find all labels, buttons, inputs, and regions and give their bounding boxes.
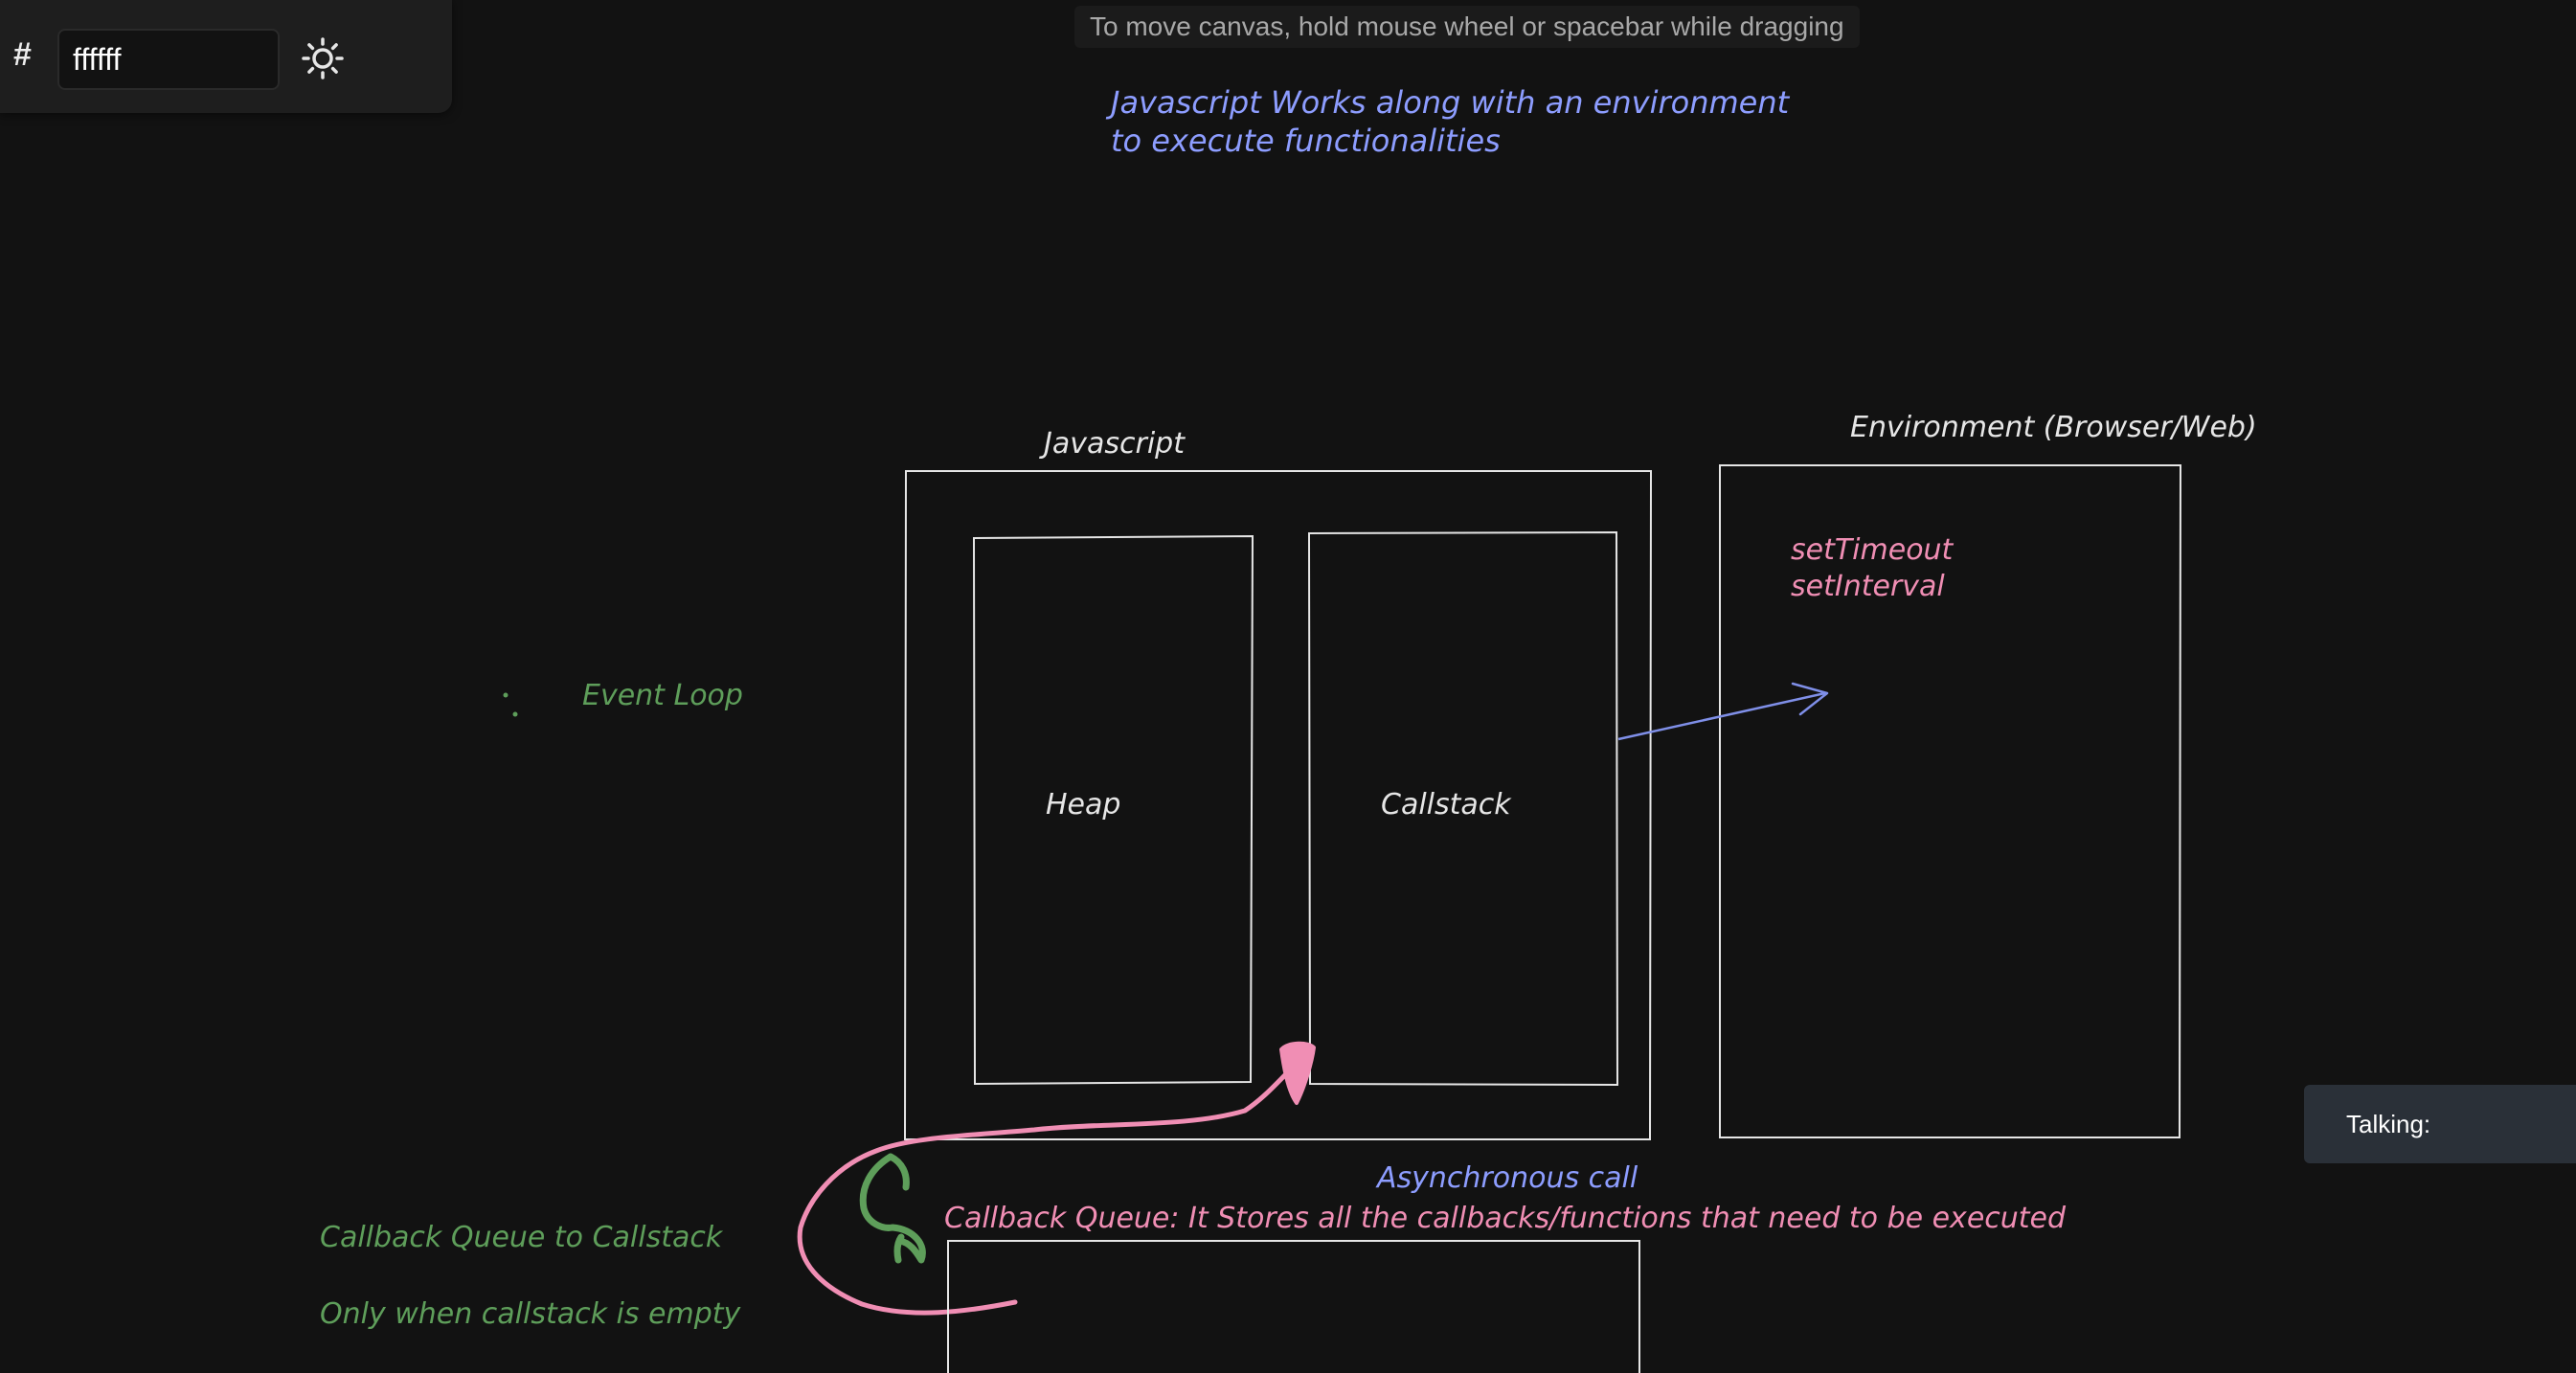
hash-prefix: #	[13, 36, 32, 73]
heading-line-2[interactable]: to execute functionalities	[1111, 123, 1501, 159]
pink-blob[interactable]	[1279, 1041, 1316, 1105]
event-loop-label[interactable]: Event Loop	[582, 679, 743, 712]
environment-box[interactable]	[1719, 464, 2182, 1138]
asynchronous-call-label[interactable]: Asynchronous call	[1375, 1161, 1638, 1195]
heap-box[interactable]	[972, 534, 1254, 1086]
canvas-hint: To move canvas, hold mouse wheel or spac…	[1074, 6, 1860, 48]
callback-queue-box[interactable]	[947, 1240, 1640, 1373]
javascript-container[interactable]	[903, 470, 1653, 1140]
api-line-2[interactable]: setInterval	[1791, 570, 1945, 603]
callstack-label[interactable]: Callstack	[1381, 788, 1512, 822]
callstack-to-environment-arrow[interactable]	[1617, 682, 1829, 741]
sun-icon	[302, 37, 344, 79]
callback-queue-label[interactable]: Callback Queue: It Stores all the callba…	[944, 1202, 2067, 1235]
theme-toggle-button[interactable]	[299, 34, 347, 82]
note-line-2[interactable]: Only when callstack is empty	[320, 1297, 742, 1331]
note-line-1[interactable]: Callback Queue to Callstack	[320, 1221, 724, 1254]
javascript-label[interactable]: Javascript	[1039, 427, 1186, 461]
environment-label[interactable]: Environment (Browser/Web)	[1850, 411, 2257, 444]
api-line-1[interactable]: setTimeout	[1791, 533, 1955, 567]
callstack-box[interactable]	[1307, 530, 1619, 1087]
green-curved-arrows[interactable]	[859, 1153, 926, 1264]
heap-label[interactable]: Heap	[1046, 788, 1120, 822]
talking-indicator: Talking:	[2304, 1085, 2576, 1163]
pink-loop-stroke[interactable]	[797, 1048, 1315, 1316]
color-panel: #	[0, 0, 452, 113]
heading-line-1[interactable]: Javascript Works along with an environme…	[1105, 84, 1791, 121]
event-loop-dots[interactable]	[503, 692, 518, 717]
hex-color-input[interactable]	[57, 29, 280, 90]
